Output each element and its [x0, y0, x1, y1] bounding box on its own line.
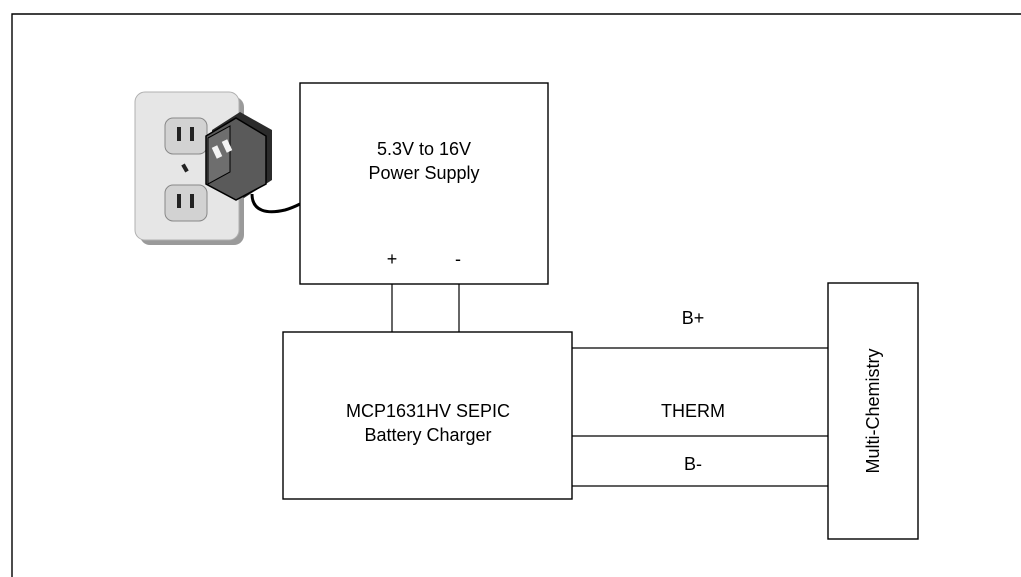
power-supply-label-line2: Power Supply [368, 163, 479, 183]
b-minus-label: B- [684, 454, 702, 474]
charger-label-line2: Battery Charger [364, 425, 491, 445]
power-supply-label-line1: 5.3V to 16V [377, 139, 471, 159]
wall-outlet-icon [134, 91, 244, 245]
b-plus-label: B+ [682, 308, 705, 328]
plus-terminal-label: + [387, 249, 398, 269]
therm-label: THERM [661, 401, 725, 421]
charger-label-line1: MCP1631HV SEPIC [346, 401, 510, 421]
charger-box [282, 331, 573, 500]
figure-frame [11, 13, 1021, 577]
power-adapter-icon [205, 112, 301, 214]
battery-box [827, 282, 919, 540]
battery-label: Multi-Chemistry [863, 348, 883, 473]
minus-terminal-label: - [455, 249, 461, 269]
power-supply-box [299, 82, 549, 285]
